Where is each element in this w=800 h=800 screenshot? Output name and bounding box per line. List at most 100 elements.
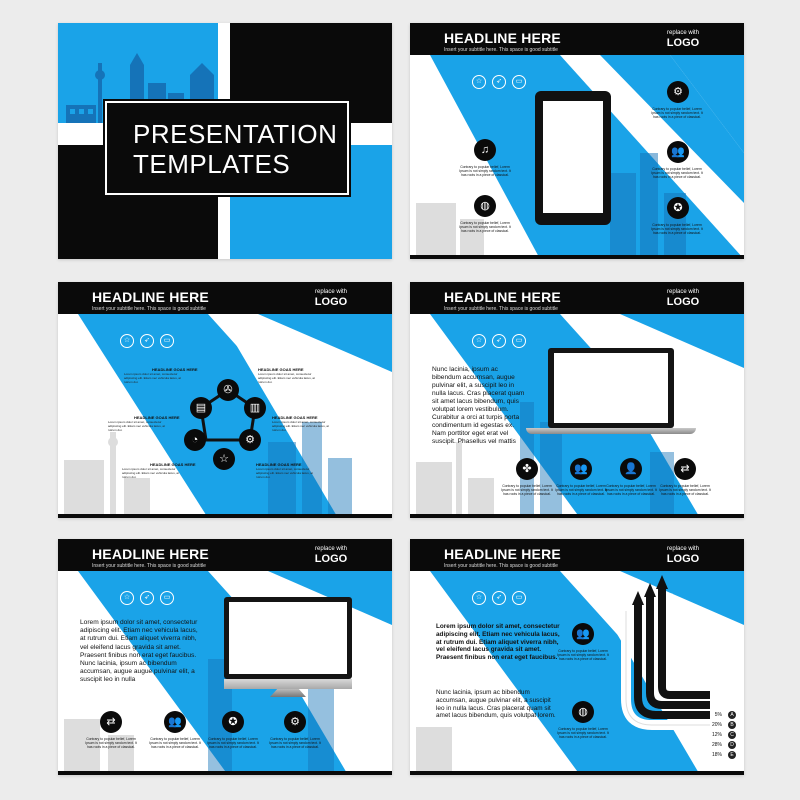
rocket-icon[interactable]: ➶ <box>492 334 506 348</box>
slide-header <box>58 282 392 314</box>
slide-footer <box>58 514 392 518</box>
puzzle-icon[interactable]: ✤ <box>516 458 538 480</box>
chat-icon[interactable]: ▭ <box>160 591 174 605</box>
logo-placeholder[interactable]: LOGO <box>666 296 700 308</box>
cover-title-line2: TEMPLATES <box>133 149 291 179</box>
chat-icon[interactable]: ▭ <box>512 75 526 89</box>
chart-icon[interactable]: ▥ <box>244 397 266 419</box>
feature-text: Contrary to popular belief, Lorem Ipsum … <box>207 737 259 750</box>
slide-header <box>410 282 744 314</box>
percent-value: 28% <box>711 742 722 748</box>
gear-icon[interactable]: ⚙ <box>284 711 306 733</box>
feature-text: Contrary to popular belief, Lorem Ipsum … <box>605 484 657 497</box>
chat-icon[interactable]: ▭ <box>160 334 174 348</box>
feature-text: Contrary to popular belief, Lorem Ipsum … <box>149 737 201 750</box>
rocket-icon[interactable]: ➶ <box>140 334 154 348</box>
logo-placeholder[interactable]: LOGO <box>666 37 700 49</box>
subtitle[interactable]: Insert your subtitle here. This space is… <box>92 563 206 569</box>
goal-title: HEADLINE GOAS HERE <box>134 415 180 420</box>
feature-text: Contrary to popular belief, Lorem Ipsum … <box>651 167 703 180</box>
percent-letter-badge: A <box>728 711 736 719</box>
users-icon[interactable]: 👥 <box>572 623 594 645</box>
feature-text: Contrary to popular belief, Lorem Ipsum … <box>557 649 609 662</box>
rocket-icon[interactable]: ➶ <box>492 75 506 89</box>
replace-with-label: replace with <box>314 289 347 295</box>
goal-desc: Lorem ipsum dolor sit amet, consectetur … <box>108 420 165 432</box>
badge-icon[interactable]: ✪ <box>222 711 244 733</box>
cover-title-box: PRESENTATION TEMPLATES <box>103 99 351 197</box>
star-icon[interactable]: ☆ <box>472 591 486 605</box>
slide-header <box>410 539 744 571</box>
gear-icon[interactable]: ⚙ <box>667 81 689 103</box>
feature-text: Contrary to popular belief, Lorem Ipsum … <box>85 737 137 750</box>
star-icon[interactable]: ☆ <box>213 448 235 470</box>
music-icon[interactable]: ♫ <box>474 139 496 161</box>
feature-text: Contrary to popular belief, Lorem Ipsum … <box>651 223 703 236</box>
headline[interactable]: HEADLINE HERE <box>92 289 209 305</box>
slide-goals[interactable]: HEADLINE HERE Insert your subtitle here.… <box>58 282 392 518</box>
monitor-chin <box>224 679 352 689</box>
feature-text: Contrary to popular belief, Lorem Ipsum … <box>501 484 553 497</box>
handshake-icon[interactable]: ⇄ <box>100 711 122 733</box>
star-icon[interactable]: ☆ <box>120 334 134 348</box>
monitor-screen[interactable] <box>229 602 347 674</box>
tablet-screen[interactable] <box>543 101 603 213</box>
bold-paragraph[interactable]: Lorem ipsum dolor sit amet, consectetur … <box>436 623 560 662</box>
percent-value: 18% <box>711 752 722 758</box>
replace-with-label: replace with <box>666 30 699 36</box>
percent-letter-badge: B <box>728 721 736 729</box>
percent-letter-badge: C <box>728 731 736 739</box>
badge-icon[interactable]: ✪ <box>667 197 689 219</box>
pie-icon[interactable]: ◔ <box>184 429 206 451</box>
globe-icon[interactable]: ◍ <box>572 701 594 723</box>
globe-icon[interactable]: ◍ <box>474 195 496 217</box>
chat-icon[interactable]: ▤ <box>190 397 212 419</box>
replace-with-label: replace with <box>666 546 699 552</box>
laptop-screen[interactable] <box>554 353 668 423</box>
chat-icon[interactable]: ▭ <box>512 591 526 605</box>
star-icon[interactable]: ☆ <box>472 334 486 348</box>
logo-placeholder[interactable]: LOGO <box>314 553 348 565</box>
slide-tablet[interactable]: HEADLINE HERE Insert your subtitle here.… <box>410 23 744 259</box>
body-paragraph[interactable]: Nunc lacinia, ipsum ac bibendum accumsan… <box>436 689 556 720</box>
slide-monitor[interactable]: HEADLINE HERE Insert your subtitle here.… <box>58 539 392 775</box>
subtitle[interactable]: Insert your subtitle here. This space is… <box>444 47 558 53</box>
body-paragraph[interactable]: Nunc lacinia, ipsum ac bibendum accumsan… <box>432 366 525 445</box>
rocket-icon[interactable]: ➶ <box>140 591 154 605</box>
award-icon[interactable]: ✇ <box>217 379 239 401</box>
monitor-device <box>224 597 352 679</box>
logo-placeholder[interactable]: LOGO <box>666 553 700 565</box>
slide-header <box>58 539 392 571</box>
star-icon[interactable]: ☆ <box>120 591 134 605</box>
subtitle[interactable]: Insert your subtitle here. This space is… <box>444 306 558 312</box>
users-icon[interactable]: 👥 <box>667 141 689 163</box>
slide-laptop[interactable]: HEADLINE HERE Insert your subtitle here.… <box>410 282 744 518</box>
user-icon[interactable]: 👤 <box>620 458 642 480</box>
monitor-stand <box>270 689 306 697</box>
goal-title: HEADLINE GOAS HERE <box>272 415 318 420</box>
headline[interactable]: HEADLINE HERE <box>444 546 561 562</box>
goal-desc: Lorem ipsum dolor sit amet, consectetur … <box>256 467 313 479</box>
headline[interactable]: HEADLINE HERE <box>444 30 561 46</box>
users-icon[interactable]: 👥 <box>164 711 186 733</box>
subtitle[interactable]: Insert your subtitle here. This space is… <box>444 563 558 569</box>
body-paragraph[interactable]: Lorem ipsum dolor sit amet, consectetur … <box>80 619 198 684</box>
slide-arrows[interactable]: HEADLINE HERE Insert your subtitle here.… <box>410 539 744 775</box>
feature-text: Contrary to popular belief, Lorem Ipsum … <box>459 165 511 178</box>
rocket-icon[interactable]: ➶ <box>492 591 506 605</box>
handshake-icon[interactable]: ⇄ <box>674 458 696 480</box>
percent-letter-badge: E <box>728 751 736 759</box>
subtitle[interactable]: Insert your subtitle here. This space is… <box>92 306 206 312</box>
goal-desc: Lorem ipsum dolor sit amet, consectetur … <box>258 372 315 384</box>
feature-text: Contrary to popular belief, Lorem Ipsum … <box>269 737 321 750</box>
headline[interactable]: HEADLINE HERE <box>92 546 209 562</box>
logo-placeholder[interactable]: LOGO <box>314 296 348 308</box>
users-icon[interactable]: 👥 <box>570 458 592 480</box>
goal-title: HEADLINE GOAS HERE <box>258 367 304 372</box>
chat-icon[interactable]: ▭ <box>512 334 526 348</box>
laptop-base <box>526 428 696 434</box>
headline[interactable]: HEADLINE HERE <box>444 289 561 305</box>
cover-slide[interactable]: PRESENTATION TEMPLATES <box>58 23 392 259</box>
gear-icon[interactable]: ⚙ <box>239 429 261 451</box>
star-icon[interactable]: ☆ <box>472 75 486 89</box>
